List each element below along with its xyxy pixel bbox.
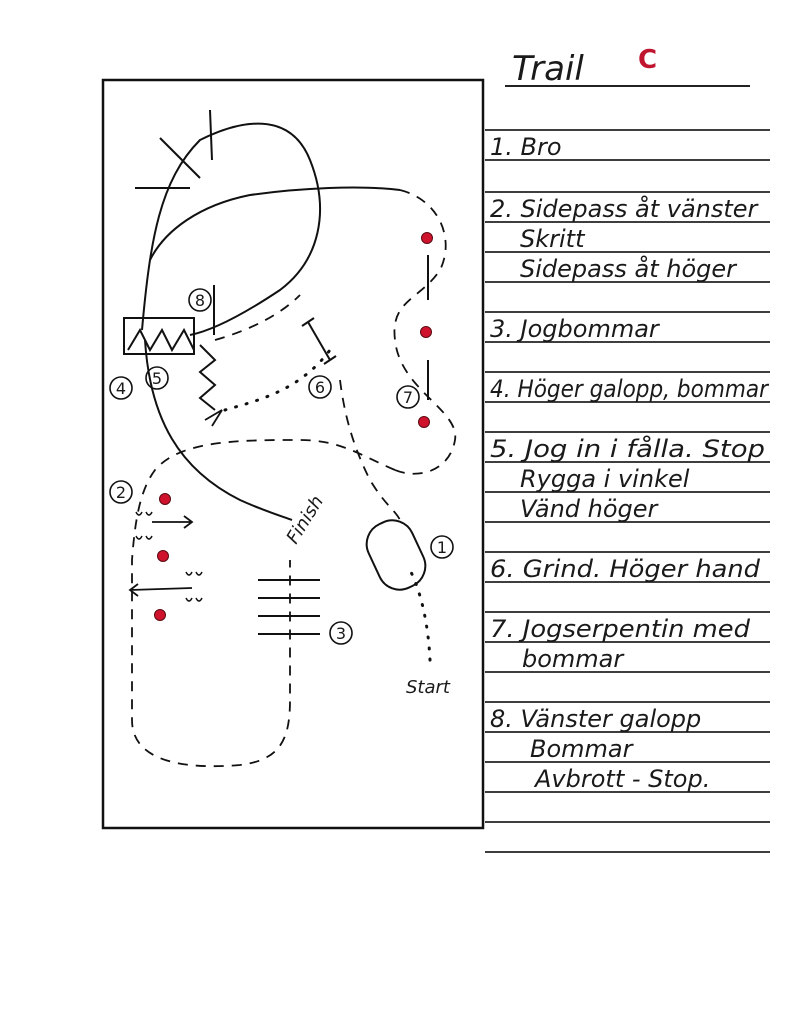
marker-2-number: 2 [116, 483, 126, 502]
sidepass-left-arrow [128, 583, 193, 597]
hoofprint-icon [185, 597, 203, 602]
cone-icon [157, 550, 169, 562]
cone-icon [159, 493, 171, 505]
instruction-8-line-1: 8. Vänster galopp [490, 705, 701, 733]
gate-post [301, 317, 315, 327]
cone-icon [154, 609, 166, 621]
instruction-8-line-3: Avbrott - Stop. [533, 765, 710, 793]
arrow-icon [204, 409, 223, 427]
serpentine-path [393, 189, 456, 475]
instruction-5-line-2: Rygga i vinkel [520, 465, 690, 493]
canter-loop-path [141, 122, 321, 336]
marker-7-number: 7 [403, 388, 413, 407]
start-dotted-path [408, 568, 432, 662]
cone-group [154, 232, 433, 621]
hoofprint-icon [135, 535, 153, 540]
marker-4-number: 4 [116, 379, 126, 398]
marker-8-number: 8 [195, 291, 205, 310]
instruction-1-line-1: 1. Bro [490, 133, 562, 161]
marker-3-circle [329, 621, 353, 645]
instruction-2-line-3: Sidepass åt höger [520, 254, 738, 283]
instruction-4-line-1: 4. Höger galopp, bommar [490, 375, 770, 403]
marker-5-number: 5 [152, 369, 162, 388]
cone-icon [421, 232, 433, 244]
hoofprint-icon [135, 511, 153, 516]
page-title: Trail [512, 49, 584, 89]
hoofprint-icon [185, 571, 203, 576]
pen-zigzag [127, 327, 195, 353]
pen-obstacle [123, 317, 195, 355]
bridge-obstacle [365, 519, 427, 591]
pole-top-cross [159, 137, 201, 179]
instruction-2-line-1: 2. Sidepass åt vänster [490, 194, 760, 223]
back-zigzag [198, 344, 217, 411]
gate-post [323, 355, 337, 365]
cone-icon [418, 416, 430, 428]
marker-1-number: 1 [437, 538, 447, 557]
cone-icon [420, 326, 432, 338]
marker-1-circle [430, 535, 454, 559]
instruction-5-line-3: Vänd höger [520, 495, 660, 523]
obstacle-markers [109, 288, 454, 645]
obstacle-marker-numbers: 1 2 3 4 5 6 7 8 [116, 291, 447, 643]
jog-path [131, 439, 396, 768]
marker-5-circle [145, 366, 169, 390]
instruction-7-line-2: bommar [522, 645, 625, 673]
gate-obstacle [307, 321, 331, 361]
instruction-list [485, 129, 770, 853]
pole-top [209, 109, 213, 161]
marker-6-circle [308, 375, 332, 399]
instruction-8-line-2: Bommar [530, 735, 635, 763]
finish-path [144, 339, 293, 521]
marker-8-circle [188, 288, 212, 312]
bridge-approach-path [339, 379, 401, 521]
marker-3-number: 3 [336, 624, 346, 643]
sidepass-right-arrow [152, 515, 194, 529]
gate-dotted-path [223, 348, 332, 412]
gate-approach-path [214, 294, 301, 341]
loop-connector [149, 186, 401, 261]
instruction-2-line-2: Skritt [520, 225, 586, 253]
marker-7-circle [396, 385, 420, 409]
marker-4-circle [109, 376, 133, 400]
instruction-3-line-1: 3. Jogbommar [490, 315, 661, 343]
arena [101, 78, 485, 830]
header: Trail C [505, 45, 750, 89]
instruction-7-line-1: 7. Jogserpentin med [490, 615, 751, 643]
instruction-texts: 1. Bro 2. Sidepass åt vänster Skritt Sid… [490, 133, 770, 793]
instruction-6-line-1: 6. Grind. Höger hand [490, 555, 761, 583]
variant-letter: C [638, 45, 657, 75]
marker-2-circle [109, 480, 133, 504]
instruction-5-line-1: 5. Jog in i fålla. Stop [490, 434, 765, 463]
marker-6-number: 6 [315, 378, 325, 397]
arena-border [101, 78, 485, 830]
start-label: Start [406, 677, 451, 698]
